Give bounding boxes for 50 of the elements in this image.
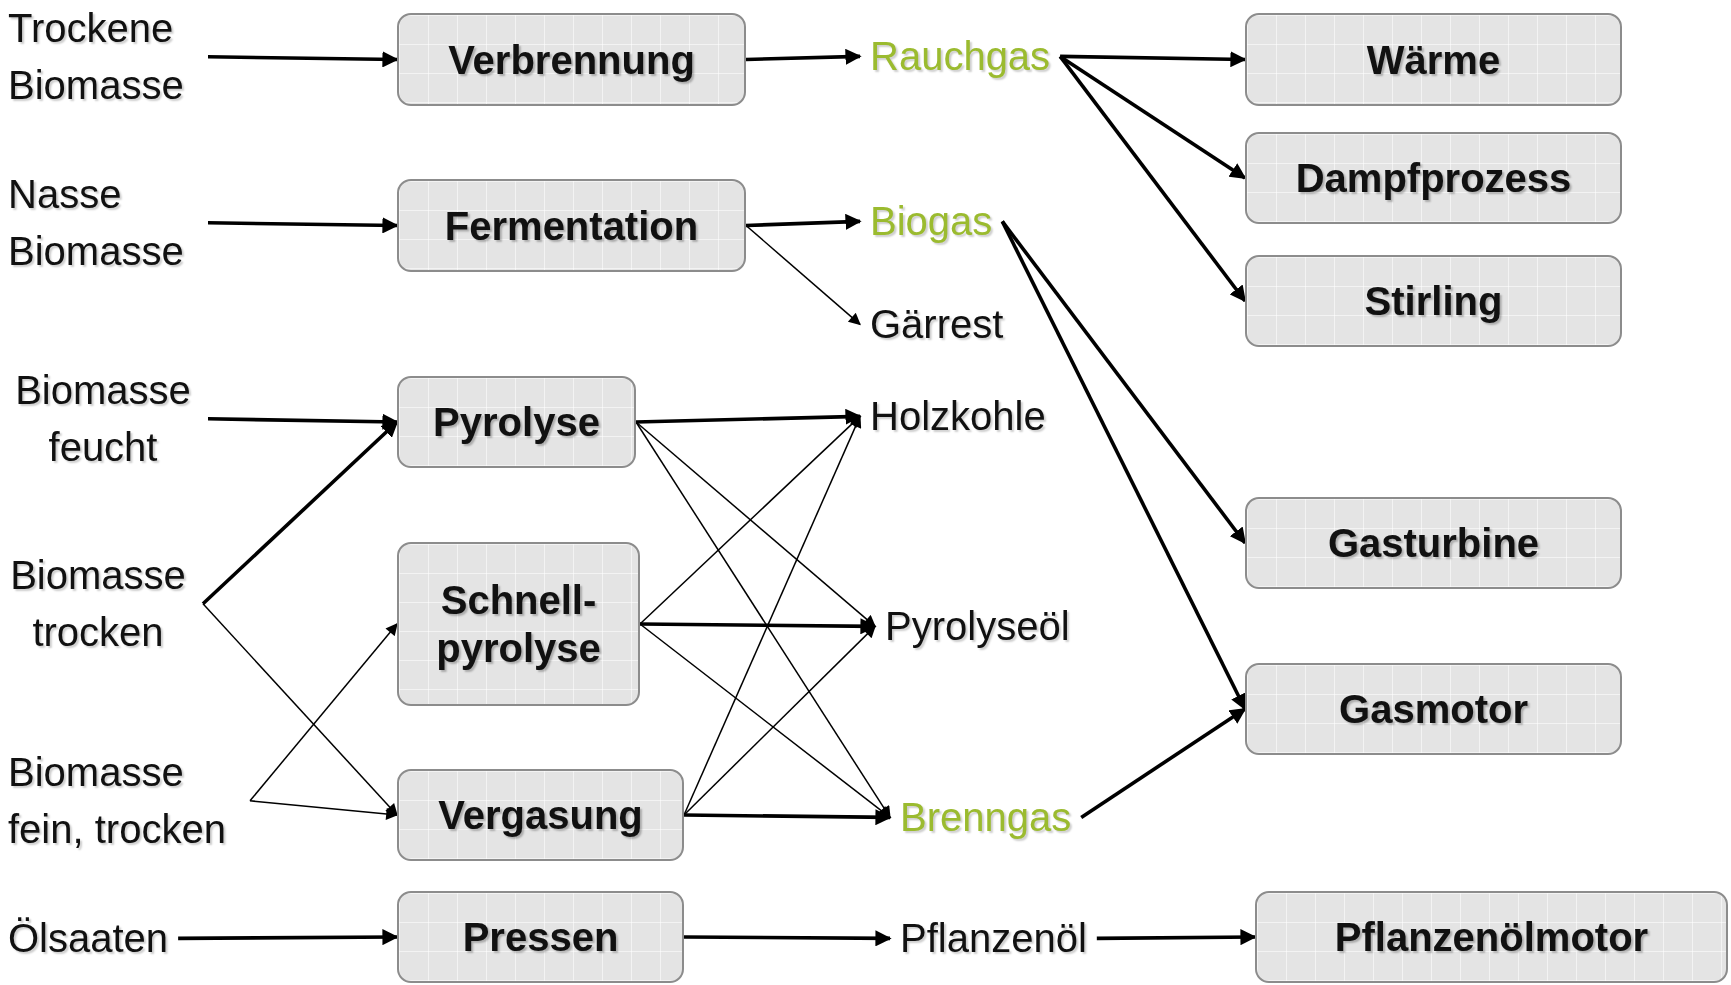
process-box: Stirling [1245, 255, 1622, 347]
material-label: Ölsaaten [8, 910, 169, 967]
arrow [635, 408, 862, 425]
arrow [201, 420, 399, 606]
arrow [249, 800, 399, 820]
arrow [745, 213, 862, 230]
arrow [745, 48, 862, 65]
arrow [207, 413, 399, 430]
process-box: Pflanzenölmotor [1255, 891, 1728, 983]
arrow [684, 809, 892, 826]
material-label: Pyrolyseöl [885, 598, 1070, 655]
material-label: Nasse Biomasse [8, 166, 198, 280]
material-label: Biomasse fein, trocken [8, 744, 240, 858]
material-label: Holzkohle [870, 388, 1046, 445]
process-box: Wärme [1245, 13, 1622, 106]
arrow [1059, 54, 1247, 180]
process-box: Schnell- pyrolyse [397, 542, 640, 706]
process-box: Verbrennung [397, 13, 746, 106]
process-box: Gasmotor [1245, 663, 1622, 755]
process-box: Dampfprozess [1245, 132, 1622, 224]
material-label: Biomasse feucht [8, 362, 198, 476]
arrow [1096, 929, 1257, 946]
arrow [1058, 55, 1247, 303]
material-label: Biomasse trocken [3, 547, 193, 661]
product-label: Brenngas [900, 789, 1072, 846]
arrow [1000, 220, 1247, 711]
arrow [207, 217, 399, 234]
arrow [1080, 707, 1247, 819]
process-box: Pyrolyse [397, 376, 636, 468]
arrow [683, 415, 862, 816]
arrow [745, 224, 861, 326]
material-label: Trockene Biomasse [8, 0, 198, 114]
arrow [684, 930, 892, 947]
material-label: Gärrest [870, 296, 1004, 353]
process-box: Fermentation [397, 179, 746, 272]
process-box: Vergasung [397, 769, 684, 861]
process-box: Gasturbine [1245, 497, 1622, 589]
arrow [640, 618, 877, 635]
arrow [683, 625, 876, 816]
arrow [1000, 220, 1247, 545]
arrow [639, 623, 891, 819]
material-label: Pflanzenöl [900, 910, 1087, 967]
arrow [202, 603, 398, 816]
product-label: Rauchgas [870, 28, 1051, 85]
arrow [207, 51, 399, 68]
arrow [178, 929, 399, 946]
process-box: Pressen [397, 891, 684, 983]
product-label: Biogas [870, 193, 993, 250]
arrow [249, 623, 398, 802]
arrow [1060, 51, 1247, 68]
